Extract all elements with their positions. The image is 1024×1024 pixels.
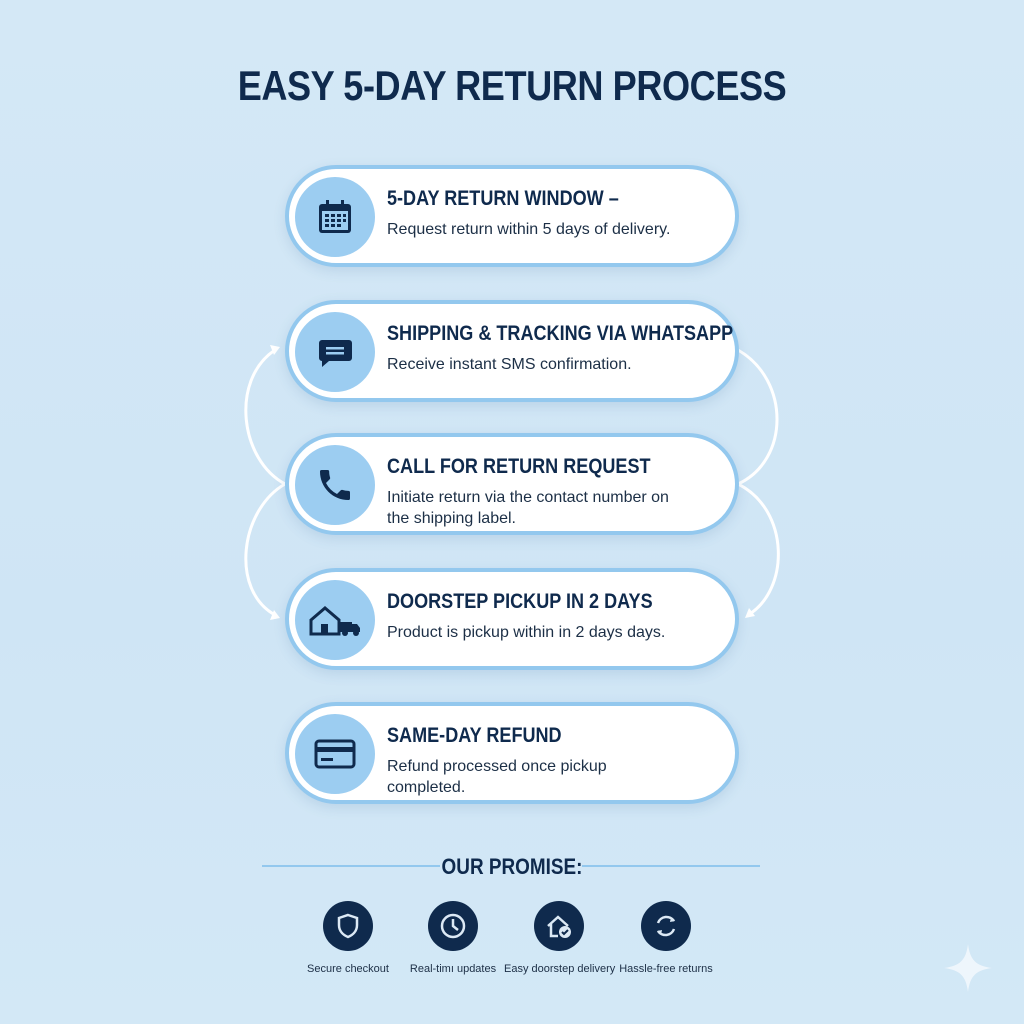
promise-item-secure-checkout: Secure checkout [293, 901, 403, 975]
step-description: Initiate return via the contact number o… [387, 489, 669, 527]
shield-icon [323, 901, 373, 951]
promise-label: Secure checkout [307, 963, 389, 975]
arrow-call-to-pickup [244, 482, 286, 617]
step-card-return-window: 5-DAY RETURN WINDOW – Request return wit… [285, 165, 739, 267]
step-card-same-day-refund: SAME-DAY REFUND Refund processed once pi… [285, 702, 739, 804]
arrow-call-to-shipping [244, 348, 286, 486]
promise-heading: OUR PROMISE: [441, 854, 583, 879]
step-description: Request return within 5 days of delivery… [387, 221, 671, 238]
step-description: Refund processed once pickup completed. [387, 758, 607, 796]
arrow-shipping-to-call [737, 348, 779, 486]
promise-item-hassle-free-returns: Hassle-free returns [611, 901, 721, 975]
step-description: Receive instant SMS confirmation. [387, 356, 632, 373]
clock-icon [428, 901, 478, 951]
step-description: Product is pickup within in 2 days days. [387, 624, 666, 641]
promise-label: Real-timı updates [409, 963, 497, 975]
page-title: EASY 5-DAY RETURN PROCESS [237, 62, 787, 109]
calendar-icon [295, 177, 375, 257]
step-title: SHIPPING & TRACKING VIA WHATSAPP [387, 322, 734, 345]
promise-label: Easy doorstep delivery [504, 963, 616, 975]
step-card-doorstep-pickup: DOORSTEP PICKUP IN 2 DAYS Product is pic… [285, 568, 739, 670]
divider-left [262, 865, 440, 867]
home-check-icon [534, 901, 584, 951]
step-card-call-request: CALL FOR RETURN REQUEST Initiate return … [285, 433, 739, 535]
promise-label: Hassle-free returns [619, 963, 713, 975]
promise-item-real-time-updates: Real-timı updates [398, 901, 508, 975]
promise-item-easy-delivery: Easy doorstep delivery [504, 901, 616, 975]
arrow-call-to-pickup-right [737, 482, 780, 617]
credit-card-icon [295, 714, 375, 794]
house-truck-icon [295, 580, 375, 660]
step-title: CALL FOR RETURN REQUEST [387, 455, 651, 478]
phone-icon [295, 445, 375, 525]
divider-right [582, 865, 760, 867]
step-title: 5-DAY RETURN WINDOW – [387, 187, 619, 210]
step-title: DOORSTEP PICKUP IN 2 DAYS [387, 590, 653, 613]
sparkle-icon [944, 944, 992, 992]
refresh-icon [641, 901, 691, 951]
step-title: SAME-DAY REFUND [387, 724, 562, 747]
step-card-shipping-tracking: SHIPPING & TRACKING VIA WHATSAPP Receive… [285, 300, 739, 402]
chat-icon [295, 312, 375, 392]
